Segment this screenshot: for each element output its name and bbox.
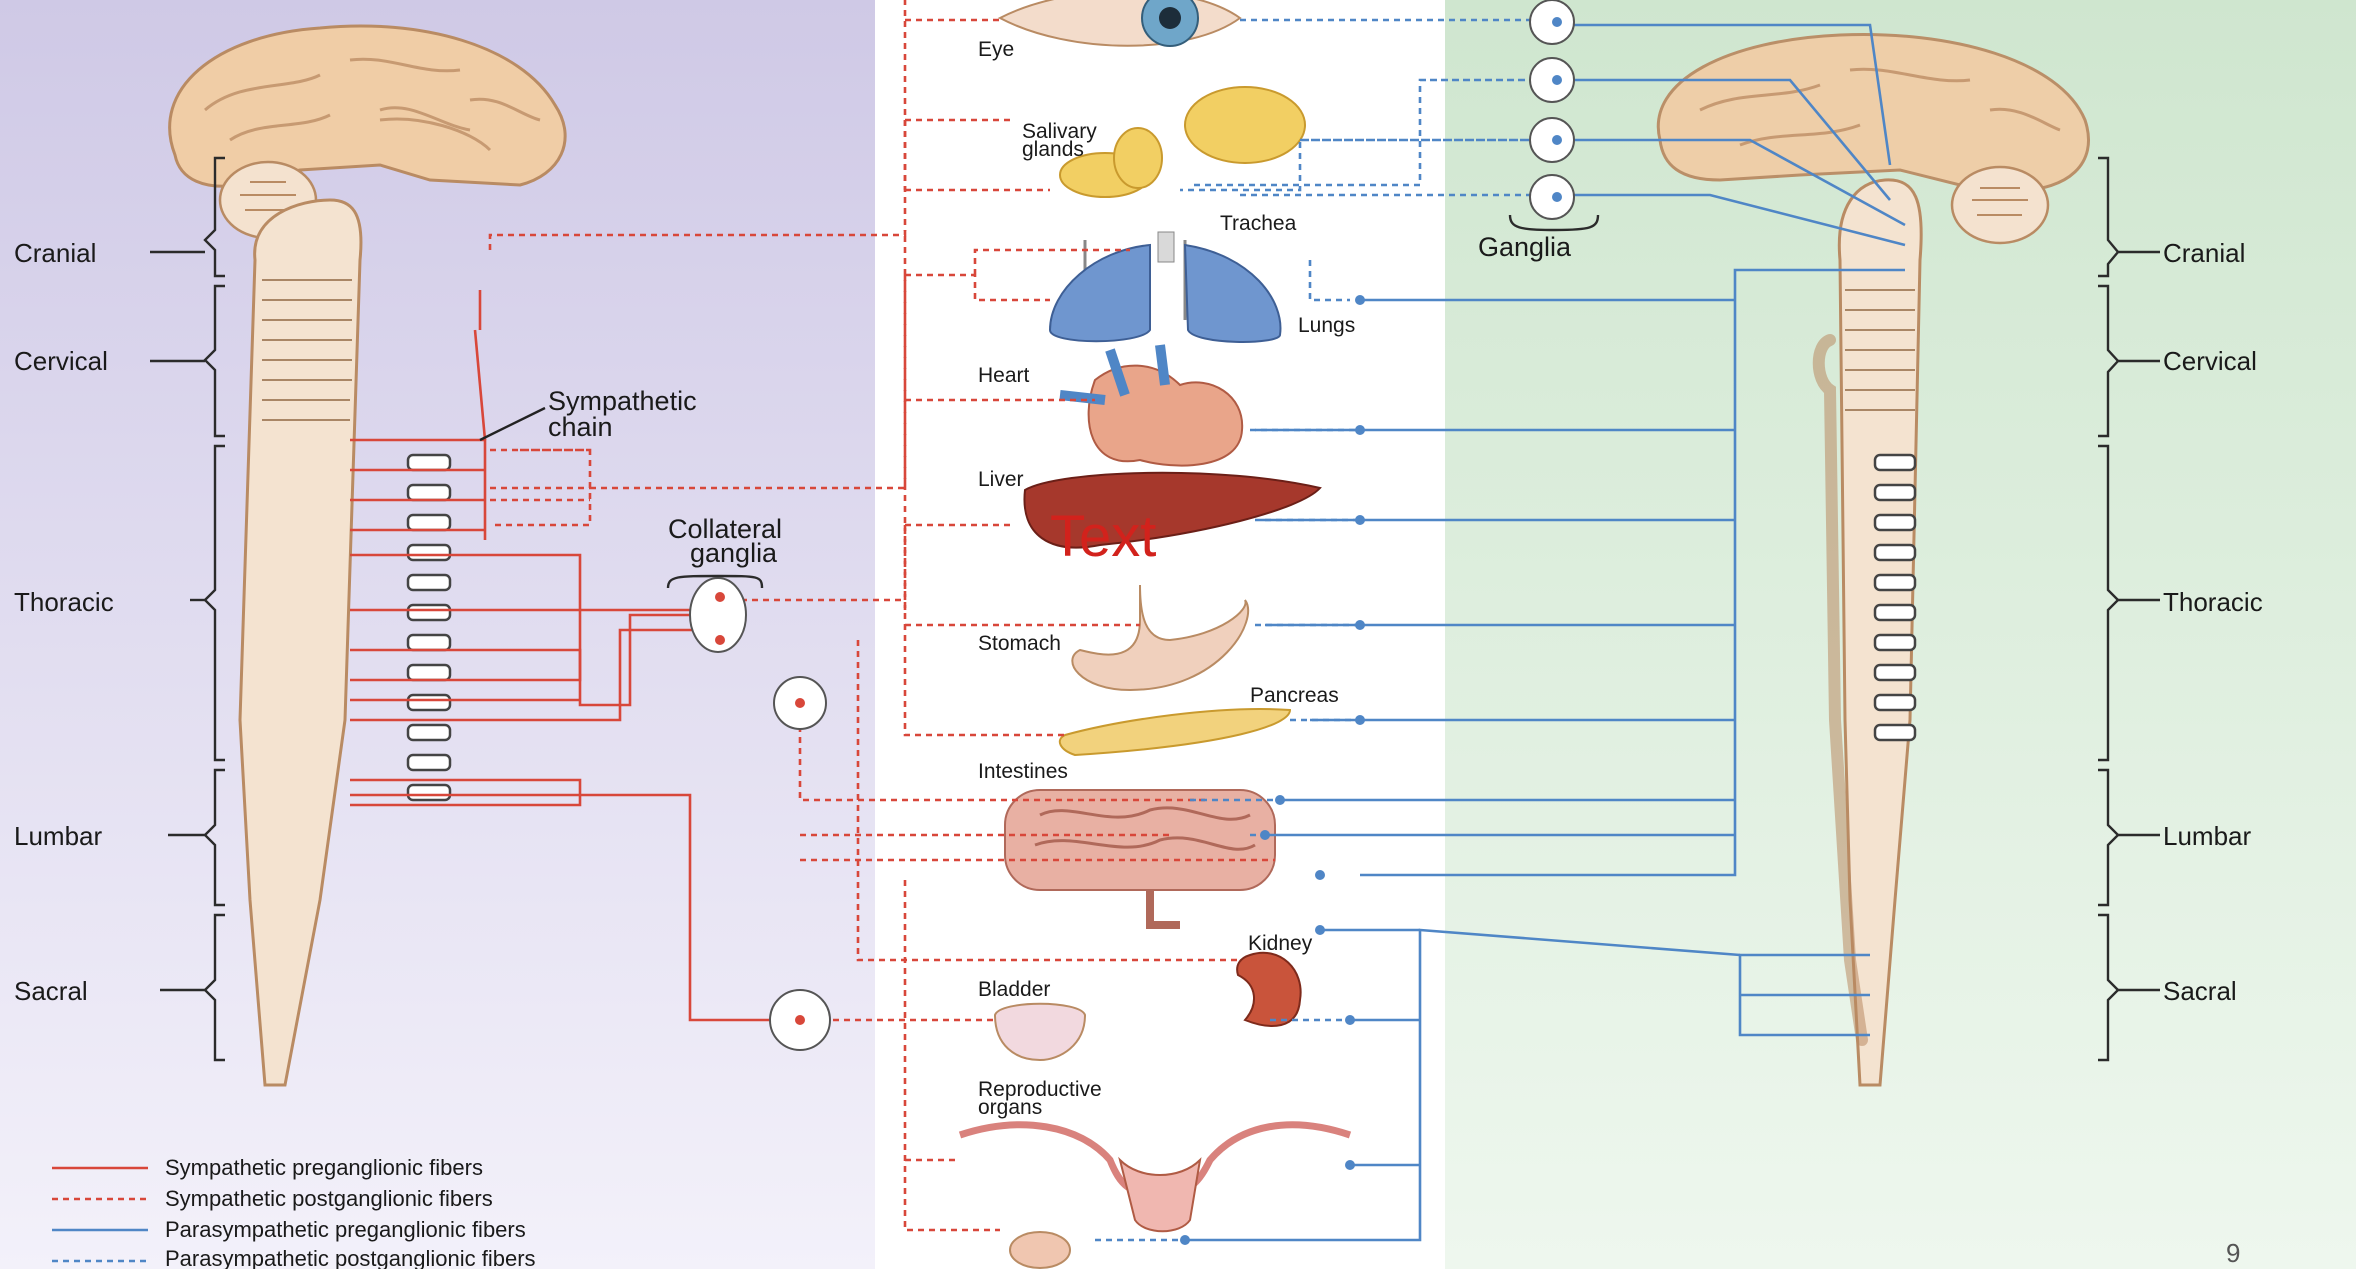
kidney-illustration <box>1237 953 1301 1026</box>
stomach-illustration <box>1072 585 1248 690</box>
organ-label-liver: Liver <box>978 468 1024 491</box>
ganglia-label: Ganglia <box>1478 232 1572 262</box>
intestines-illustration <box>1005 790 1275 925</box>
left-region-cervical: Cervical <box>14 346 108 376</box>
organ-label-salivary-2: glands <box>1022 138 1084 161</box>
right-region-sacral: Sacral <box>2163 976 2237 1006</box>
organ-label-intestines: Intestines <box>978 760 1068 783</box>
organ-label-reproductive-2: organs <box>978 1096 1042 1119</box>
right-region-lumbar: Lumbar <box>2163 821 2251 851</box>
heart-illustration <box>1060 345 1242 466</box>
organ-label-stomach: Stomach <box>978 632 1061 655</box>
organ-label-heart: Heart <box>978 364 1030 387</box>
right-region-cervical: Cervical <box>2163 346 2257 376</box>
organ-label-trachea: Trachea <box>1220 212 1297 235</box>
legend-label-symp-post: Sympathetic postganglionic fibers <box>165 1186 493 1211</box>
legend-label-para-pre: Parasympathetic preganglionic fibers <box>165 1217 526 1242</box>
left-region-lumbar: Lumbar <box>14 821 102 851</box>
sympathetic-chain-label-2: chain <box>548 412 613 442</box>
bladder-illustration <box>995 1004 1085 1060</box>
legend-label-symp-pre: Sympathetic preganglionic fibers <box>165 1155 483 1180</box>
organ-label-lungs: Lungs <box>1298 314 1355 337</box>
left-region-cranial: Cranial <box>14 238 96 268</box>
right-region-thoracic: Thoracic <box>2163 587 2263 617</box>
eye-illustration <box>1000 0 1240 46</box>
overlay-text: Text <box>1050 504 1156 569</box>
salivary-glands-illustration <box>1060 87 1305 197</box>
reproductive-organs-illustration <box>960 1125 1350 1268</box>
organ-label-bladder: Bladder <box>978 978 1050 1001</box>
right-region-cranial: Cranial <box>2163 238 2245 268</box>
left-region-sacral: Sacral <box>14 976 88 1006</box>
page-number: 9 <box>2226 1238 2240 1268</box>
lungs-illustration <box>1050 232 1280 342</box>
organ-label-pancreas: Pancreas <box>1250 684 1339 707</box>
collateral-ganglia-label-2: ganglia <box>690 538 778 568</box>
pancreas-illustration <box>1060 709 1290 755</box>
left-region-thoracic: Thoracic <box>14 587 114 617</box>
legend-label-para-post: Parasympathetic postganglionic fibers <box>165 1246 536 1269</box>
organ-label-eye: Eye <box>978 38 1014 61</box>
organ-label-kidney: Kidney <box>1248 932 1313 955</box>
